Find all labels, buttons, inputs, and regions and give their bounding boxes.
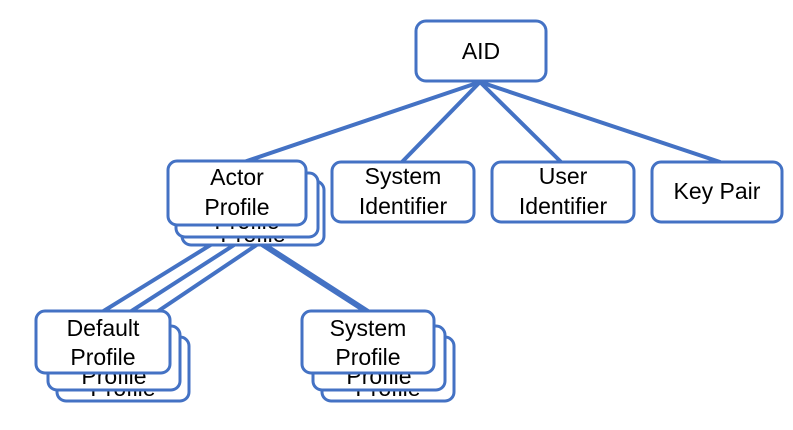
system-identifier-line1: System bbox=[365, 163, 442, 189]
key-pair-label: Key Pair bbox=[674, 178, 761, 204]
edge-aid-user-identifier bbox=[478, 80, 563, 164]
default-profile-front: Default Profile bbox=[34, 309, 172, 375]
edge-actor-system-3 bbox=[262, 242, 384, 322]
user-identifier-line1: User bbox=[539, 163, 588, 189]
edge-aid-system-identifier bbox=[400, 80, 482, 164]
node-system-profile-stack: Profile Profile System Profile bbox=[300, 309, 456, 403]
system-identifier-line2: Identifier bbox=[359, 193, 448, 219]
actor-profile-line2: Profile bbox=[204, 194, 269, 220]
edge-aid-actor-profile bbox=[236, 80, 482, 166]
node-actor-profile-stack: Profile Profile Actor Profile bbox=[166, 159, 326, 247]
system-profile-line1: System bbox=[330, 315, 407, 341]
default-profile-line2: Profile bbox=[70, 344, 135, 370]
system-profile-front: System Profile bbox=[300, 309, 436, 375]
root-edges bbox=[236, 80, 722, 166]
default-profile-line1: Default bbox=[67, 315, 140, 341]
node-system-identifier: System Identifier bbox=[330, 160, 476, 224]
node-user-identifier: User Identifier bbox=[490, 160, 636, 224]
node-aid-label: AID bbox=[462, 38, 500, 64]
node-key-pair: Key Pair bbox=[650, 160, 784, 224]
system-profile-line2: Profile bbox=[335, 344, 400, 370]
actor-profile-front: Actor Profile bbox=[166, 159, 308, 227]
user-identifier-line2: Identifier bbox=[519, 193, 608, 219]
edge-aid-key-pair bbox=[478, 80, 722, 164]
edge-actor-default-2 bbox=[114, 234, 250, 323]
node-aid: AID bbox=[414, 19, 548, 83]
node-default-profile-stack: Profile Profile Default Profile bbox=[34, 309, 191, 403]
actor-profile-line1: Actor bbox=[210, 164, 264, 190]
